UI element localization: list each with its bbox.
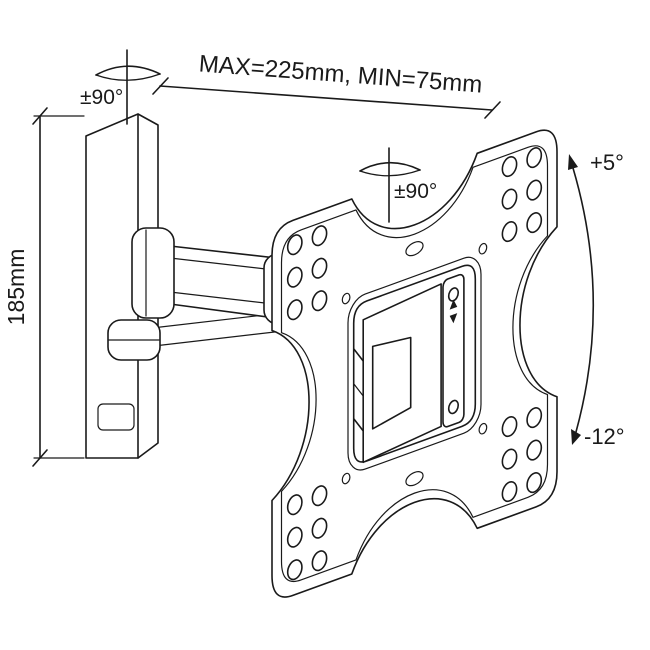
mounting-hole	[288, 265, 302, 289]
tilt-arrow-down-icon	[571, 429, 581, 445]
mounting-hole	[312, 289, 326, 313]
mounting-hole	[527, 438, 541, 462]
label-height: 185mm	[3, 249, 29, 326]
tilt-range-indicator: +5° -12°	[568, 150, 625, 449]
mounting-hole	[527, 211, 541, 235]
mounting-hole	[527, 471, 541, 495]
vesa-plate	[272, 124, 557, 603]
adjust-arrow-up-icon	[449, 299, 458, 310]
vesa-plate-inner-outline	[282, 140, 548, 587]
pilot-hole	[342, 292, 350, 305]
dimension-tick	[33, 108, 47, 124]
dimension-tick	[33, 450, 47, 466]
mounting-hole	[502, 480, 516, 504]
swivel-indicator-wall: ±90°	[80, 50, 160, 124]
dimension-line	[160, 86, 492, 110]
tilt-rail	[443, 273, 464, 428]
tilt-mechanism	[363, 273, 464, 462]
tilt-arc	[573, 168, 593, 432]
mounting-hole	[502, 220, 516, 244]
cable-clip	[98, 404, 134, 430]
label-swivel-wall: ±90°	[80, 86, 123, 109]
pilot-hole	[479, 422, 487, 435]
mounting-hole	[527, 178, 541, 202]
pilot-hole	[479, 242, 487, 255]
mounting-hole	[527, 406, 541, 430]
slot-hole	[406, 239, 423, 258]
mechanism-window	[373, 333, 411, 429]
adjust-arrow-down-icon	[449, 313, 458, 324]
swivel-arc	[96, 66, 160, 75]
slot-hole	[406, 469, 423, 488]
mounting-hole	[502, 415, 516, 439]
pilot-hole	[342, 472, 350, 485]
dimension-tick	[485, 102, 500, 118]
label-tilt-down: -12°	[584, 424, 625, 449]
mounting-hole	[312, 224, 326, 248]
mounting-hole	[502, 447, 516, 471]
mounting-hole	[312, 256, 326, 280]
mounting-hole	[288, 493, 302, 517]
label-tilt-up: +5°	[590, 150, 624, 175]
mounting-hole	[312, 484, 326, 508]
swivel-arc	[360, 163, 420, 171]
wall-joint-capsule	[132, 228, 174, 318]
label-swivel-plate: ±90°	[394, 180, 437, 203]
vesa-plate-body	[272, 124, 557, 603]
mounting-hole	[312, 549, 326, 573]
swivel-arc-lower	[360, 170, 420, 176]
mounting-hole	[527, 146, 541, 170]
swivel-arc-lower	[96, 74, 160, 80]
dimension-height: 185mm	[3, 108, 84, 466]
mounting-hole	[288, 558, 302, 582]
mounting-hole	[288, 298, 302, 322]
center-opening-flange	[348, 252, 481, 475]
swivel-indicator-plate: ±90°	[360, 148, 437, 222]
vesa-mounting-holes	[288, 146, 542, 582]
tilt-screw-bottom	[449, 399, 459, 415]
mounting-hole	[288, 525, 302, 549]
mounting-hole	[312, 516, 326, 540]
tilt-arrow-up-icon	[568, 154, 578, 170]
dimension-tick	[153, 78, 168, 94]
mechanism-frame	[363, 284, 441, 462]
mounting-hole	[288, 233, 302, 257]
mounting-hole	[502, 155, 516, 179]
mounting-hole	[502, 187, 516, 211]
dimension-max-min: MAX=225mm, MIN=75mm	[153, 50, 500, 118]
